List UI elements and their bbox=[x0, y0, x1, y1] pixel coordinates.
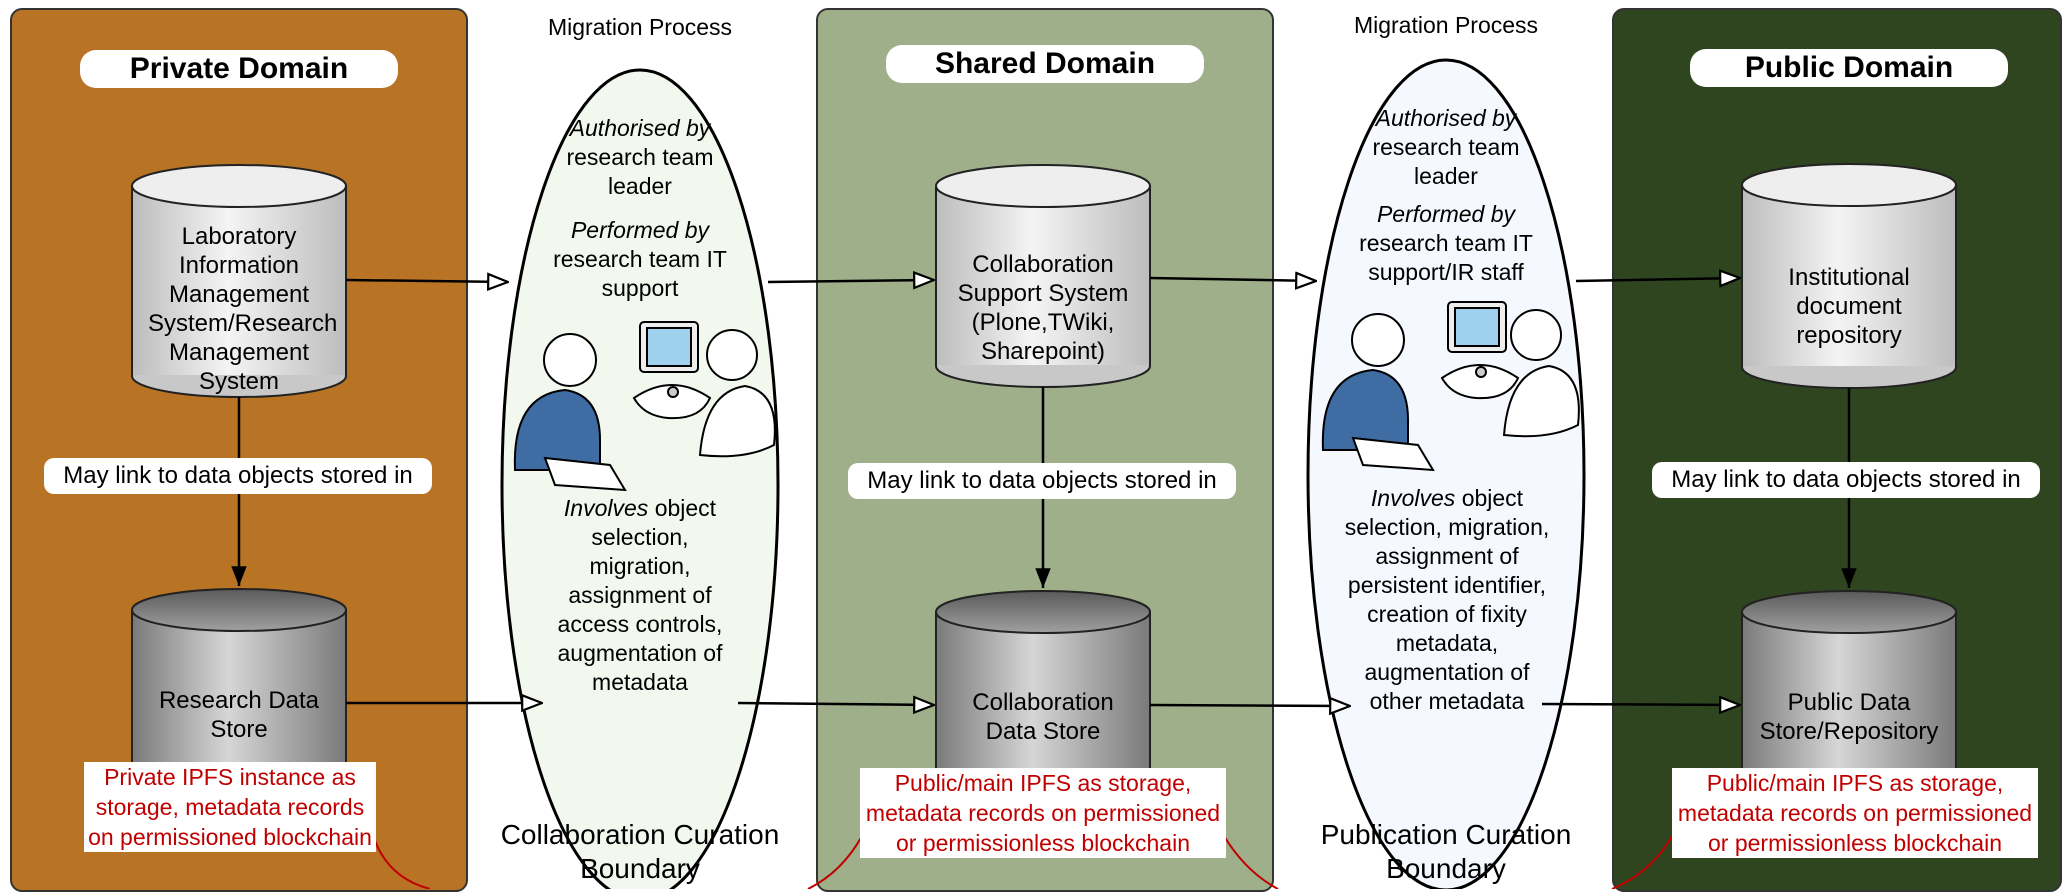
migration-ellipse-1 bbox=[500, 68, 780, 889]
performed-by-value-2: research team IT support/IR staff bbox=[1359, 230, 1533, 285]
private-store-cylinder bbox=[131, 588, 347, 791]
shared-domain-title: Shared Domain bbox=[886, 45, 1204, 83]
migration-performer-1: Performed by research team IT support bbox=[530, 216, 750, 303]
arrow-private-system-to-migration bbox=[345, 280, 508, 282]
public-domain-title: Public Domain bbox=[1690, 49, 2008, 87]
arrow-migration-to-shared-store bbox=[737, 703, 934, 705]
private-storage-note: Private IPFS instance as storage, metada… bbox=[84, 762, 376, 852]
involves-value-1: object selection, migration, assignment … bbox=[557, 495, 723, 695]
private-system-label: Laboratory Information Management System… bbox=[148, 223, 338, 395]
arrow-migration-to-shared-system bbox=[767, 280, 934, 282]
migration-performer-2: Performed by research team IT support/IR… bbox=[1336, 200, 1556, 287]
authorised-by-value-1: research team leader bbox=[566, 144, 714, 199]
public-store-label: Public Data Store/Repository bbox=[1759, 689, 1939, 745]
shared-system-cylinder bbox=[935, 164, 1151, 388]
shared-storage-note: Public/main IPFS as storage, metadata re… bbox=[860, 768, 1226, 858]
note-curve-shared-left bbox=[807, 835, 863, 889]
migration-ellipse-2 bbox=[1306, 58, 1586, 889]
shared-store-label: Collaboration Data Store bbox=[972, 689, 1114, 745]
shared-link-label: May link to data objects stored in bbox=[848, 463, 1236, 499]
shared-system-label: Collaboration Support System (Plone,TWik… bbox=[957, 251, 1129, 365]
people-illustration-2 bbox=[1321, 301, 1580, 472]
arrow-migration-to-public-store bbox=[1541, 704, 1740, 705]
note-curve-public bbox=[1611, 835, 1673, 889]
migration-heading-2: Migration Process bbox=[1353, 12, 1539, 38]
authorised-by-label-1: Authorised by bbox=[569, 115, 711, 141]
public-system-label: Institutional document repository bbox=[1788, 264, 1910, 349]
performed-by-label-2: Performed by bbox=[1376, 201, 1516, 227]
involves-label-2: Involves bbox=[1370, 485, 1456, 511]
arrow-migration-to-public-system bbox=[1575, 278, 1740, 281]
private-system-cylinder bbox=[131, 164, 347, 398]
arrow-shared-store-to-migration bbox=[1149, 705, 1350, 706]
migration-involves-2: Involves object selection, migration, as… bbox=[1336, 484, 1558, 716]
migration-authorisation-2: Authorised by research team leader bbox=[1346, 104, 1546, 191]
public-link-label: May link to data objects stored in bbox=[1652, 462, 2040, 498]
private-domain-title: Private Domain bbox=[80, 50, 398, 88]
private-storage-note-text: Private IPFS instance as storage, metada… bbox=[88, 764, 372, 850]
private-store-label: Research Data Store bbox=[158, 687, 320, 743]
involves-label-1: Involves bbox=[563, 495, 649, 521]
migration-heading-1: Migration Process bbox=[547, 14, 733, 40]
performed-by-label-1: Performed by bbox=[570, 217, 710, 243]
collaboration-boundary-label: Collaboration Curation Boundary bbox=[500, 819, 780, 884]
people-illustration-1 bbox=[513, 321, 776, 492]
private-link-label: May link to data objects stored in bbox=[44, 458, 432, 494]
public-storage-note-text: Public/main IPFS as storage, metadata re… bbox=[1677, 770, 2033, 856]
shared-store-cylinder bbox=[935, 590, 1151, 793]
arrow-shared-system-to-migration bbox=[1149, 278, 1316, 281]
involves-value-2: object selection, migration, assignment … bbox=[1344, 485, 1550, 714]
public-system-cylinder bbox=[1741, 163, 1957, 389]
shared-storage-note-text: Public/main IPFS as storage, metadata re… bbox=[865, 770, 1221, 856]
public-store-cylinder bbox=[1741, 590, 1957, 793]
migration-involves-1: Involves object selection, migration, as… bbox=[548, 494, 732, 697]
migration-authorisation-1: Authorised by research team leader bbox=[540, 114, 740, 201]
authorised-by-label-2: Authorised by bbox=[1375, 105, 1517, 131]
performed-by-value-1: research team IT support bbox=[553, 246, 727, 301]
public-storage-note: Public/main IPFS as storage, metadata re… bbox=[1672, 768, 2038, 858]
publication-boundary-label: Publication Curation Boundary bbox=[1320, 819, 1572, 884]
note-curve-private bbox=[373, 837, 431, 889]
authorised-by-value-2: research team leader bbox=[1372, 134, 1520, 189]
note-curve-shared-right bbox=[1223, 835, 1279, 889]
